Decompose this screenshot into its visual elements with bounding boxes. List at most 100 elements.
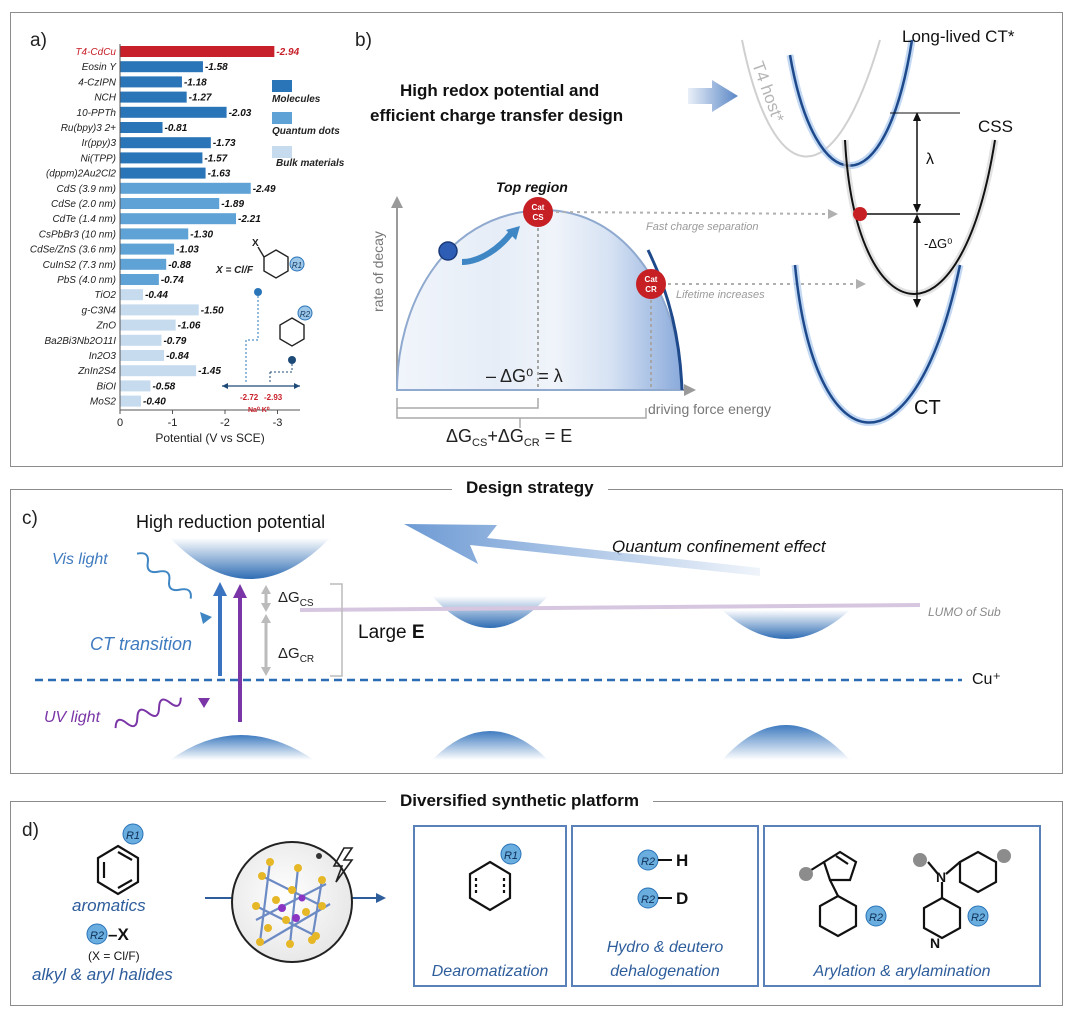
- category-label-12: CsPbBr3 (10 nm): [39, 229, 116, 240]
- design-strategy-title: Design strategy: [452, 478, 608, 498]
- r2-circle-ar1: [865, 905, 887, 927]
- uv-wave: [114, 697, 182, 729]
- large-e-label: Large E: [358, 622, 425, 643]
- x-cl-f-label: (X = Cl/F): [88, 949, 140, 963]
- bar-5: [120, 122, 163, 133]
- panel-c-diagram: High reduction potential Quantum confine…: [35, 512, 1001, 760]
- category-label-15: PbS (4.0 nm): [57, 275, 116, 286]
- ct-transition-label: CT transition: [90, 634, 192, 654]
- value-label-1: -1.58: [205, 62, 228, 73]
- headline-line1: High redox potential and: [400, 81, 599, 100]
- aryl-halide-structure: [257, 246, 289, 279]
- bar-8: [120, 167, 206, 179]
- cb-cup-large: [170, 538, 330, 579]
- x-tick-label-0: 0: [117, 417, 123, 429]
- legend-label-bulk: Bulk materials: [276, 158, 345, 169]
- vb-dome-1: [170, 735, 314, 760]
- bar-21: [120, 365, 197, 377]
- arylation-label: Arylation & arylamination: [813, 963, 991, 980]
- r1-circle-d: [122, 823, 144, 845]
- r2-label-h: R2: [641, 856, 655, 868]
- marker-value-2: -2.93: [264, 393, 283, 402]
- cu-dopants: [278, 894, 306, 922]
- vb-dome-2: [432, 731, 548, 760]
- r1-label: R1: [292, 261, 302, 270]
- headline-arrow: [688, 80, 738, 112]
- bar-6: [120, 137, 211, 149]
- r1-circle-dearom: [500, 843, 522, 865]
- sum-eq: ΔGCS+ΔGCR = E: [446, 426, 572, 449]
- x-tick-label-2: -2: [220, 417, 230, 429]
- dearom-label: Dearomatization: [432, 963, 549, 980]
- category-label-18: ZnO: [96, 321, 117, 332]
- marker-sub: Na⁰ K⁰: [248, 406, 270, 414]
- bar-9: [120, 182, 251, 194]
- category-label-2: 4-CzIPN: [78, 77, 117, 88]
- category-label-22: BiOI: [97, 381, 117, 392]
- crossing-dot: [853, 207, 867, 221]
- r2-label-d2: R2: [641, 894, 655, 906]
- category-label-11: CdTe (1.4 nm): [52, 214, 116, 225]
- ct-label: CT: [914, 397, 941, 419]
- value-label-12: -1.30: [190, 229, 213, 240]
- bar-19: [120, 334, 162, 346]
- r2-label-d: R2: [90, 930, 104, 942]
- arylamine-structure: [922, 850, 998, 940]
- category-label-9: CdS (3.9 nm): [57, 184, 116, 195]
- bar-22: [120, 380, 151, 392]
- bar-16: [120, 289, 144, 301]
- cat-cr-circle: [636, 269, 666, 299]
- bar-0: [120, 46, 275, 57]
- bar-13: [120, 243, 175, 255]
- value-label-16: -0.44: [145, 290, 168, 301]
- bar-14: [120, 258, 167, 270]
- d-atom: D: [676, 889, 688, 908]
- legend-swatch-qdots: [272, 112, 292, 124]
- box-arylation: [763, 825, 1041, 987]
- category-label-13: CdSe/ZnS (3.6 nm): [30, 245, 116, 256]
- category-label-8: (dppm)2Au2Cl2: [46, 169, 116, 180]
- brace-large: [396, 408, 647, 419]
- hydro-line2: dehalogenation: [610, 963, 720, 980]
- methyl-ball-1: [799, 867, 813, 881]
- value-label-2: -1.18: [184, 77, 207, 88]
- value-label-23: -0.40: [143, 397, 166, 408]
- value-label-9: -2.49: [253, 184, 276, 195]
- r2-circle-a: [297, 305, 313, 321]
- bar-18: [120, 319, 176, 331]
- cu-label: Cu⁺: [972, 671, 1001, 688]
- value-label-3: -1.27: [189, 93, 212, 104]
- lightning-icon: [332, 847, 354, 883]
- category-label-6: Ir(ppy)3: [82, 138, 117, 149]
- alkyl-halide-structure: [279, 317, 305, 347]
- legend-swatch-molecules: [272, 80, 292, 92]
- t4-host-curve: [741, 39, 881, 158]
- r1-label-d: R1: [126, 830, 140, 842]
- energy-axis-label: driving force energy: [648, 401, 771, 417]
- value-label-4: -2.03: [229, 108, 252, 119]
- value-label-21: -1.45: [198, 366, 221, 377]
- headline-line2: efficient charge transfer design: [370, 106, 623, 125]
- vis-wave: [136, 552, 192, 599]
- atom-x-label: X: [252, 238, 259, 249]
- quantum-arrow: [404, 524, 760, 576]
- large-e-brace: [330, 583, 343, 677]
- panel-d-tag: d): [22, 820, 39, 841]
- bar-17: [120, 304, 199, 316]
- dot-marker-2: [288, 356, 296, 364]
- value-label-22: -0.58: [152, 381, 175, 392]
- fast-sep-label: Fast charge separation: [646, 221, 759, 233]
- value-label-11: -2.21: [238, 214, 261, 225]
- vis-light-label: Vis light: [52, 551, 108, 568]
- cat-cs-line2: CS: [532, 213, 544, 222]
- uv-light-label: UV light: [44, 709, 101, 726]
- panel-b-diagram: High redox potential and efficient charg…: [370, 27, 1015, 449]
- cat-cs-circle: [523, 197, 553, 227]
- aromatics-label: aromatics: [72, 896, 146, 915]
- bar-7: [120, 152, 203, 164]
- marker-value-1: -2.72: [240, 393, 259, 402]
- aromatics-structure: [96, 844, 140, 896]
- category-label-10: CdSe (2.0 nm): [51, 199, 116, 210]
- value-label-20: -0.84: [166, 351, 189, 362]
